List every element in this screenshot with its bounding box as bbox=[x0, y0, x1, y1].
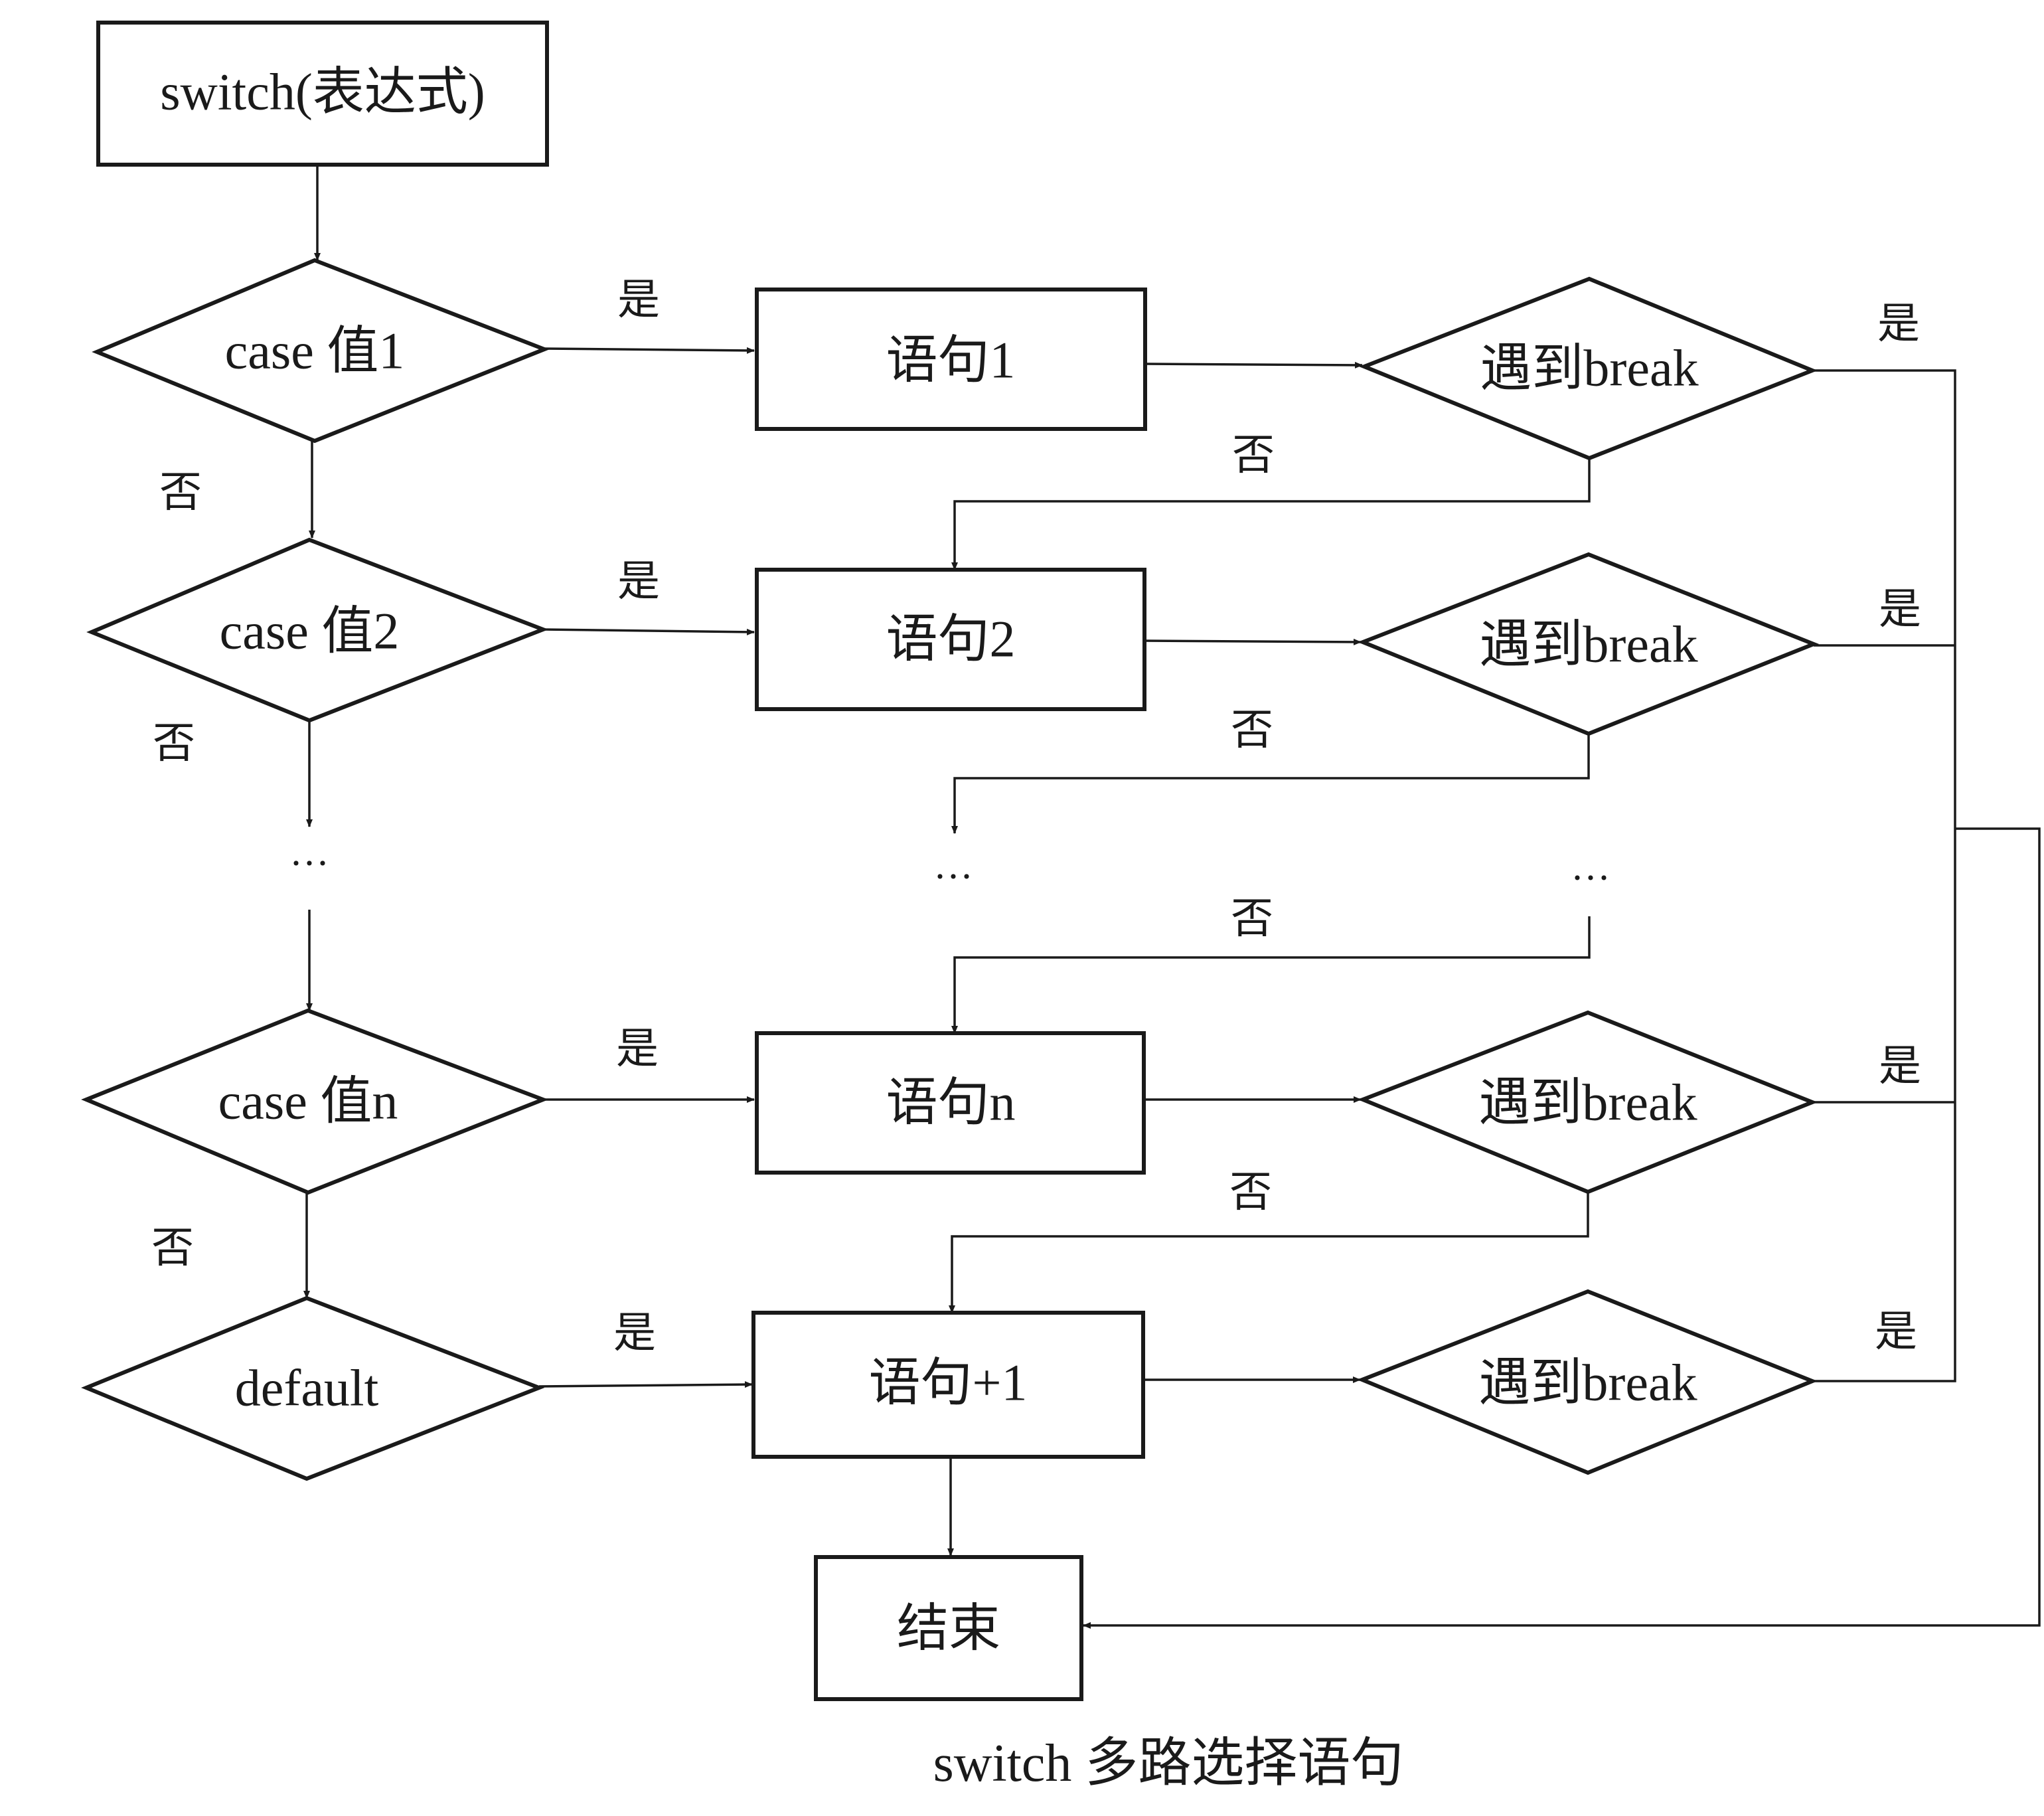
break1-diamond bbox=[1358, 276, 1818, 461]
break-last-diamond bbox=[1356, 1289, 1818, 1475]
statement-plus1-label: 语句+1 bbox=[869, 1354, 1028, 1412]
statementn-label: 语句n bbox=[886, 1074, 1015, 1131]
no-label-casen: 否 bbox=[151, 1224, 194, 1273]
yes-label-case2: 是 bbox=[617, 557, 660, 606]
statement2-label: 语句2 bbox=[886, 610, 1015, 668]
statementn-box bbox=[755, 1031, 1146, 1175]
no-label-breakn: 否 bbox=[1229, 1168, 1272, 1217]
end-label: 结束 bbox=[897, 1600, 1000, 1657]
casen-label: case 值n bbox=[218, 1072, 398, 1130]
breakn-diamond bbox=[1357, 1010, 1818, 1195]
arrow-breakn-no-to-stmt-plus1 bbox=[949, 1192, 1589, 1313]
no-label-break2: 否 bbox=[1231, 706, 1273, 755]
ellipsis-left: ··· bbox=[289, 841, 329, 885]
yes-label-breakn: 是 bbox=[1879, 1042, 1921, 1091]
yes-label-break1: 是 bbox=[1877, 299, 1920, 349]
arrow-break2-no-to-ellipsis bbox=[951, 734, 1590, 834]
no-label-case1: 否 bbox=[159, 468, 202, 517]
connectors bbox=[303, 165, 2041, 1629]
yes-label-case1: 是 bbox=[617, 276, 660, 325]
arrow-stmt1-to-break1 bbox=[1144, 361, 1363, 369]
arrow-default-to-stmt-plus1 bbox=[538, 1381, 753, 1388]
arrow-collector-to-end bbox=[1083, 827, 2041, 1629]
no-label-ellipsis: 否 bbox=[1231, 894, 1273, 944]
statement-plus1-box bbox=[751, 1311, 1145, 1459]
break-last-label: 遇到break bbox=[1478, 1354, 1697, 1412]
arrow-stmt2-to-break2 bbox=[1144, 638, 1362, 645]
no-label-case2: 否 bbox=[153, 719, 195, 768]
statement2-box bbox=[755, 568, 1146, 711]
case1-diamond bbox=[92, 258, 550, 444]
process-boxes bbox=[96, 21, 1147, 1701]
arrow-break1-no-to-stmt2 bbox=[951, 458, 1591, 570]
arrow-ellipsis-no-to-stmtn bbox=[951, 916, 1591, 1034]
break2-diamond bbox=[1357, 552, 1820, 736]
node-labels: switch(表达式) case 值1 case 值2 case 值n defa… bbox=[160, 63, 1698, 1657]
start-label: switch(表达式) bbox=[160, 63, 485, 121]
default-label: default bbox=[235, 1359, 379, 1417]
ellipsis-right: ··· bbox=[1571, 856, 1611, 900]
breakn-label: 遇到break bbox=[1478, 1074, 1697, 1131]
arrow-case2-to-stmt2 bbox=[542, 628, 755, 635]
casen-diamond bbox=[81, 1008, 549, 1195]
statement1-box bbox=[755, 288, 1147, 431]
line-break1-yes bbox=[1812, 369, 1956, 1382]
diagram-caption: switch 多路选择语句 bbox=[933, 1734, 1404, 1793]
break2-label: 遇到break bbox=[1479, 616, 1697, 673]
break1-label: 遇到break bbox=[1480, 339, 1698, 397]
decision-diamonds bbox=[81, 258, 1820, 1481]
arrow-case1-to-stmt1 bbox=[544, 347, 755, 354]
default-diamond bbox=[81, 1295, 545, 1481]
ellipsis-marks: ··· ··· ··· bbox=[289, 841, 1611, 900]
case2-diamond bbox=[86, 537, 549, 723]
case1-label: case 值1 bbox=[225, 322, 405, 380]
yes-label-break2: 是 bbox=[1879, 585, 1921, 634]
branch-labels: 是 是 是 是 是 是 是 是 否 否 否 否 否 否 否 bbox=[151, 276, 1921, 1358]
end-box bbox=[814, 1555, 1083, 1701]
yes-label-default: 是 bbox=[613, 1309, 656, 1358]
statement1-label: 语句1 bbox=[886, 331, 1015, 389]
yes-label-casen: 是 bbox=[616, 1025, 659, 1074]
ellipsis-middle: ··· bbox=[933, 855, 973, 898]
start-box bbox=[96, 21, 549, 167]
yes-label-break-last: 是 bbox=[1875, 1307, 1917, 1357]
case2-label: case 值2 bbox=[220, 602, 400, 660]
no-label-break1: 否 bbox=[1232, 431, 1275, 480]
